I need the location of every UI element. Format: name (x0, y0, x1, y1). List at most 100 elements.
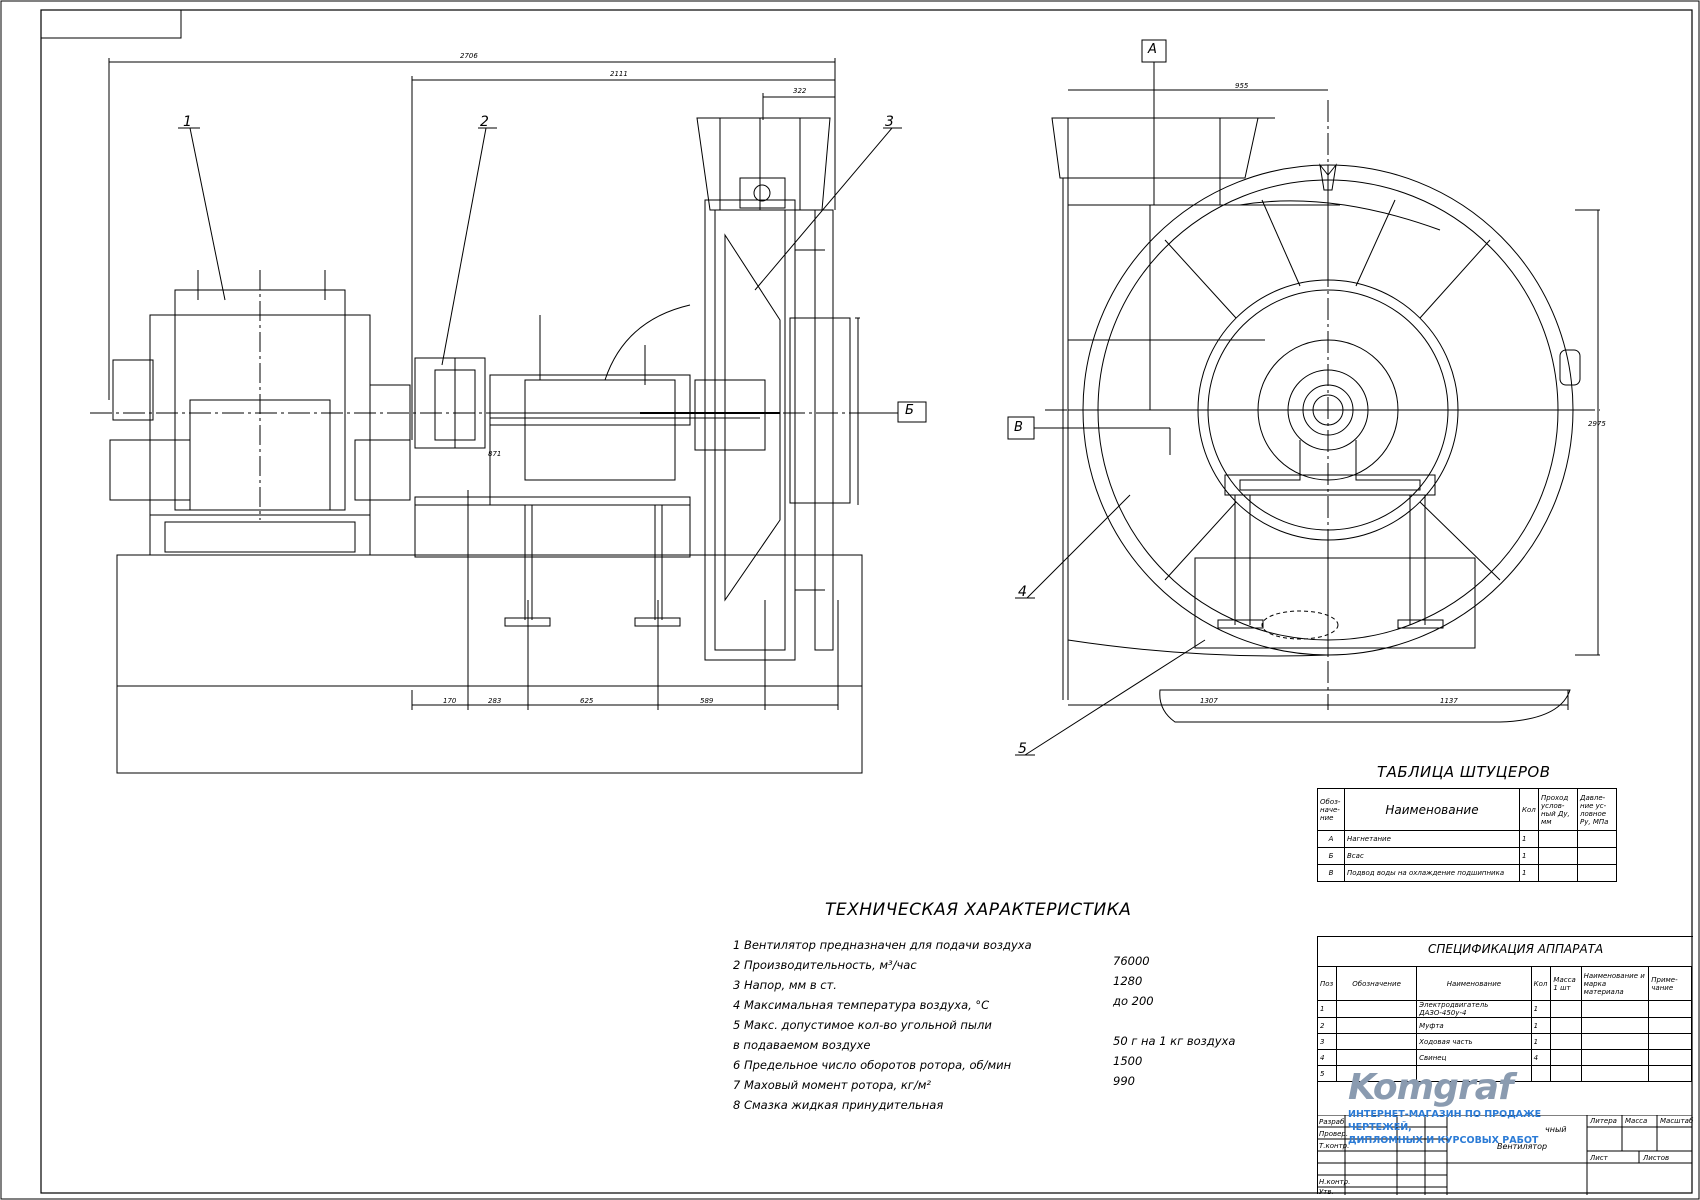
tech-line-value: 1500 (1113, 1054, 1143, 1068)
tb-name-fragment: чный (1545, 1125, 1567, 1134)
table-row: 5 (1316, 1065, 1692, 1082)
tech-line-text: 5 Макс. допустимое кол-во угольной пыли (733, 1018, 992, 1032)
dim-322: 322 (793, 87, 807, 95)
spec-cell (1648, 1017, 1692, 1034)
watermark-line-1: ИНТЕРНЕТ-МАГАЗИН ПО ПРОДАЖЕ ЧЕРТЕЖЕЙ, (1348, 1109, 1542, 1133)
tech-line-value: 76000 (1113, 954, 1150, 968)
tech-line-text: в подаваемом воздухе (733, 1038, 871, 1052)
spec-cell (1550, 1033, 1582, 1050)
dim-283: 283 (488, 697, 502, 705)
spec-cell: Электродвигатель ДАЗО-450у-4 (1416, 1000, 1532, 1018)
dim-2975: 2975 (1588, 420, 1606, 428)
front-view (1007, 39, 1600, 756)
spec-cell: 2 (1316, 1017, 1338, 1034)
tb-label-tkontr: Т.контр. (1319, 1142, 1350, 1150)
spec-header-cell: Наименование (1416, 966, 1532, 1001)
tech-title: ТЕХНИЧЕСКАЯ ХАРАКТЕРИСТИКА (825, 900, 1132, 920)
tech-line: в подаваемом воздухе 50 г на 1 кг воздуха (733, 1034, 1273, 1054)
tech-line-text: 8 Смазка жидкая принудительная (733, 1098, 944, 1112)
table-row: Б Всас 1 (1317, 847, 1617, 865)
nozzle-cell: 1 (1519, 864, 1539, 882)
spec-header-cell: Поз (1316, 966, 1338, 1001)
spec-cell: Ходовая часть (1416, 1033, 1532, 1050)
nozzle-header-cell: Обоз-наче-ние (1317, 788, 1345, 831)
watermark-line-2: ДИПЛОМНЫХ И КУРСОВЫХ РАБОТ (1348, 1135, 1539, 1146)
callout-1: 1 (183, 114, 192, 130)
tech-line: 4 Максимальная температура воздуха, °С до… (733, 994, 1273, 1014)
komgraf-watermark: Komgraf ИНТЕРНЕТ-МАГАЗИН ПО ПРОДАЖЕ ЧЕРТ… (1348, 1067, 1548, 1147)
dim-1137: 1137 (1440, 697, 1458, 705)
spec-cell: 3 (1316, 1033, 1338, 1050)
callout-2: 2 (480, 114, 489, 130)
tech-line-text: 6 Предельное число оборотов ротора, об/м… (733, 1058, 1012, 1072)
tech-line-value: 50 г на 1 кг воздуха (1113, 1034, 1236, 1048)
nozzle-cell (1538, 847, 1578, 865)
tb-masshtab: Масштаб (1660, 1117, 1694, 1125)
nozzle-cell (1538, 864, 1578, 882)
tech-line: 8 Смазка жидкая принудительная (733, 1094, 1273, 1114)
tb-name-fragment-2: Вентилятор (1497, 1142, 1548, 1151)
dim-871: 871 (488, 450, 502, 458)
spec-cell (1648, 1000, 1692, 1018)
dim-589: 589 (700, 697, 714, 705)
tech-line-value: 1280 (1113, 974, 1143, 988)
spec-cell (1336, 1049, 1418, 1066)
spec-cell (1580, 1017, 1650, 1034)
table-row: В Подвод воды на охлаждение подшипника 1 (1317, 864, 1617, 882)
section-mark-b: Б (905, 403, 914, 418)
section-mark-v: В (1014, 420, 1023, 435)
spec-title: СПЕЦИФИКАЦИЯ АППАРАТА (1428, 942, 1604, 956)
nozzle-header-cell: Давле-ние ус-ловное Ру, МПа (1577, 788, 1617, 831)
spec-cell: 5 (1316, 1065, 1338, 1082)
spec-cell (1336, 1033, 1418, 1050)
tech-line: 5 Макс. допустимое кол-во угольной пыли (733, 1014, 1273, 1034)
tech-line: 2 Производительность, м³/час 76000 (733, 954, 1273, 974)
spec-header-cell: Приме-чание (1648, 966, 1692, 1001)
spec-table: Поз Обозначение Наименование Кол Масса 1… (1316, 966, 1692, 1082)
spec-cell (1336, 1017, 1418, 1034)
spec-cell (1580, 1049, 1650, 1066)
tech-line: 3 Напор, мм в ст.1280 (733, 974, 1273, 994)
dim-1307: 1307 (1200, 697, 1218, 705)
title-block-lines (1317, 1115, 1692, 1195)
spec-cell (1336, 1000, 1418, 1018)
tech-line-value: до 200 (1113, 994, 1154, 1008)
spec-cell (1550, 1000, 1582, 1018)
spec-cell (1648, 1065, 1692, 1082)
nozzle-table: Обоз-наче-ние Наименование Кол Проход ус… (1317, 788, 1617, 882)
nozzle-cell (1577, 864, 1617, 882)
nozzle-header-cell: Кол (1519, 788, 1539, 831)
spec-cell: 4 (1530, 1049, 1552, 1066)
tech-line-text: 4 Максимальная температура воздуха, °С (733, 998, 990, 1012)
side-view (90, 58, 927, 774)
dim-955: 955 (1235, 82, 1249, 90)
dim-2706: 2706 (460, 52, 478, 60)
dim-625: 625 (580, 697, 594, 705)
callout-5: 5 (1018, 741, 1027, 757)
spec-cell (1580, 1000, 1650, 1018)
spec-cell (1550, 1017, 1582, 1034)
spec-cell: 1 (1530, 1033, 1552, 1050)
tb-massa: Масса (1625, 1117, 1648, 1125)
komgraf-logo: Komgraf (1348, 1067, 1514, 1108)
spec-cell (1580, 1065, 1650, 1082)
tech-line-text: 7 Маховый момент ротора, кг/м² (733, 1078, 931, 1092)
nozzle-cell: 1 (1519, 847, 1539, 865)
nozzle-header-cell: Проход услов-ный Ду, мм (1538, 788, 1578, 831)
spec-header-cell: Наименование и марка материала (1580, 966, 1650, 1001)
tech-line-text: 2 Производительность, м³/час (733, 958, 917, 972)
tb-list: Лист (1590, 1154, 1608, 1162)
tech-line-text: 1 Вентилятор предназначен для подачи воз… (733, 938, 1032, 952)
spec-cell (1550, 1049, 1582, 1066)
spec-cell (1416, 1065, 1532, 1082)
nozzle-cell: Б (1317, 847, 1345, 865)
nozzle-table-title: ТАБЛИЦА ШТУЦЕРОВ (1377, 763, 1551, 781)
tb-label-prover: Провер. (1319, 1130, 1349, 1138)
nozzle-cell: Нагнетание (1344, 830, 1520, 848)
